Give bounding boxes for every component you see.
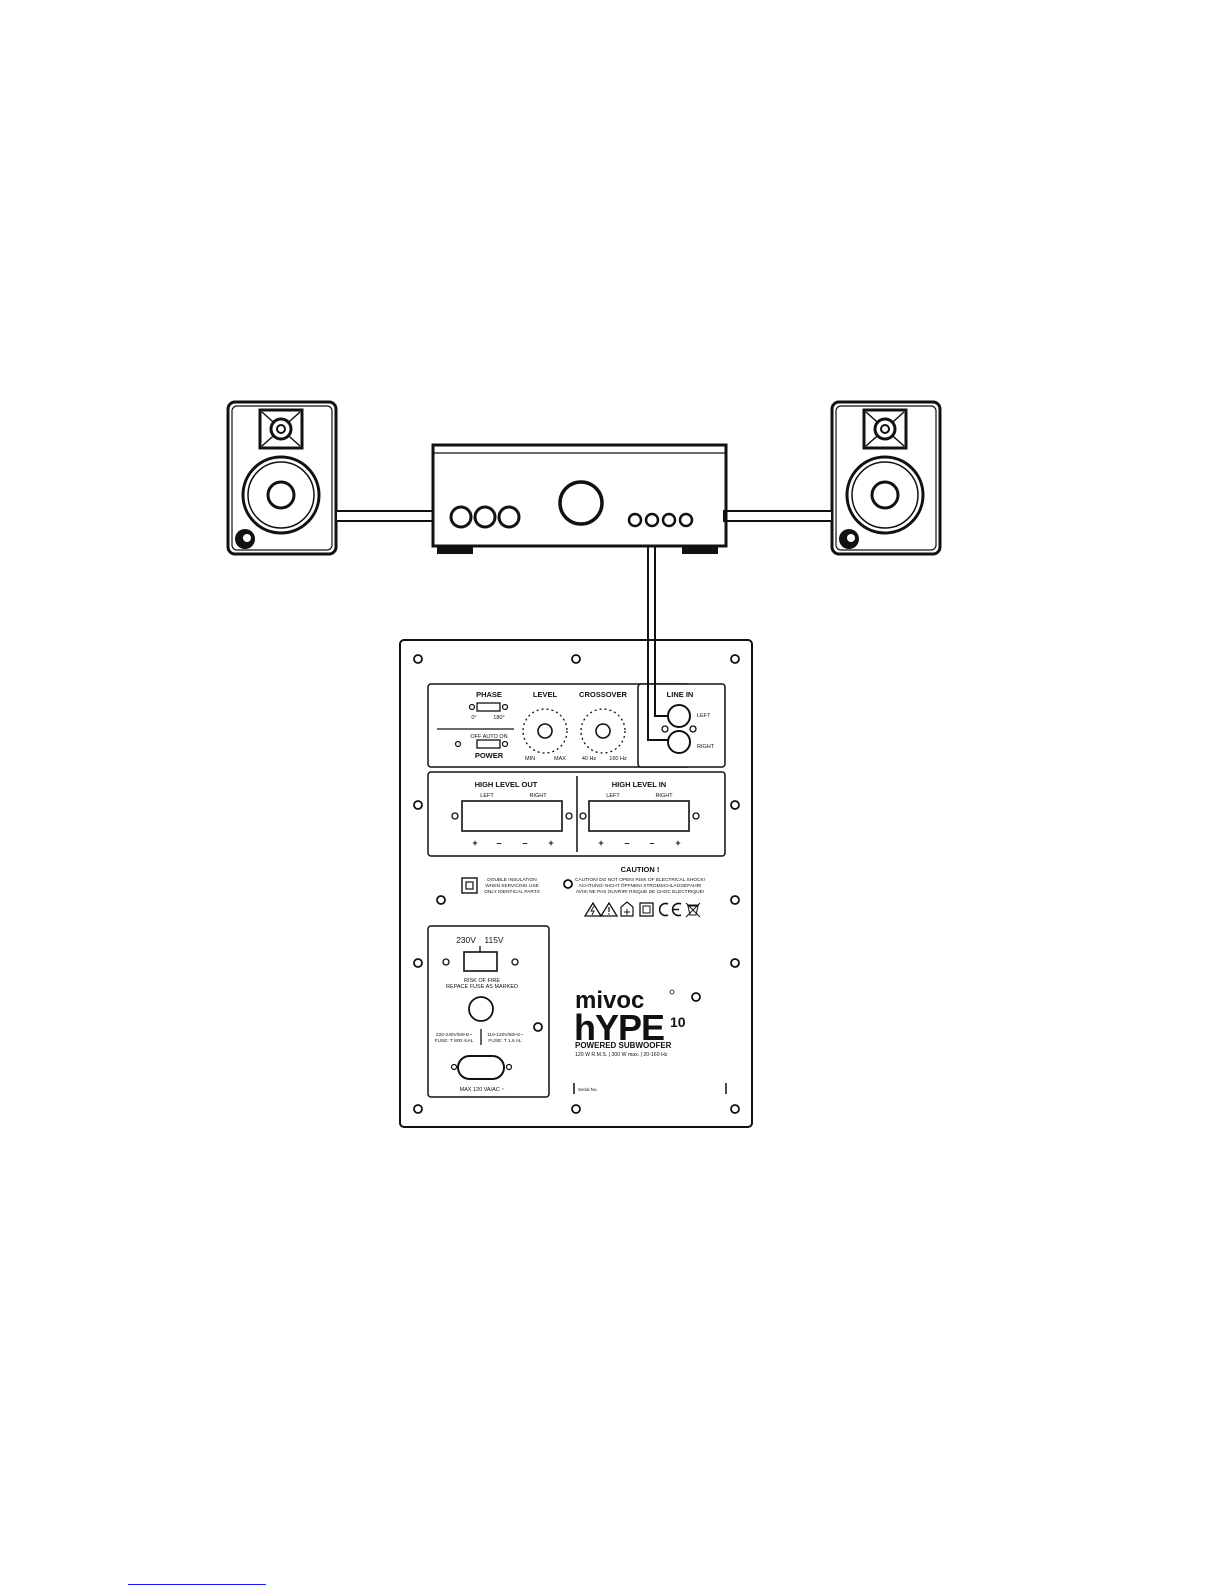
brand-block: mivoc hYPE 10 POWERED SUBWOOFER 120 W R.… [574, 987, 686, 1058]
weee-bin-icon [685, 902, 701, 918]
level-knob[interactable]: LEVEL MIN MAX [522, 690, 568, 762]
voltage-selector[interactable]: 230V 115V [442, 935, 519, 972]
fuse-holder-icon[interactable] [468, 996, 494, 1022]
high-level-out-right: RIGHT [529, 793, 547, 799]
high-level-in-terminal[interactable]: HIGH LEVEL IN LEFT RIGHT + – – + [579, 780, 700, 848]
speaker-cables [335, 510, 833, 522]
level-min-label: MIN [525, 756, 535, 762]
power-options-label: OFF AUTO ON [470, 734, 507, 740]
amplifier [431, 443, 728, 554]
terminal-sign: – [522, 838, 527, 848]
tweeter-icon [862, 408, 908, 450]
line-in-cable [647, 546, 668, 741]
line-in-jacks[interactable]: LINE IN LEFT RIGHT [661, 690, 715, 754]
high-level-out-left: LEFT [480, 793, 494, 799]
home-use-icon [620, 901, 634, 917]
screw-holes [413, 654, 740, 1114]
high-level-in-title: HIGH LEVEL IN [612, 780, 666, 789]
serial-number-field: Serial No. [573, 1083, 727, 1094]
tweeter-icon [258, 408, 304, 450]
power-title: POWER [475, 751, 504, 760]
phase-switch[interactable]: PHASE 0° 180° [468, 690, 509, 721]
model-spec: 120 W R.M.S. | 300 W max. | 20-160 Hz [575, 1052, 668, 1058]
caution-notice: CAUTION ! CAUTION! DO NOT OPEN! RISK OF … [575, 865, 705, 918]
high-level-out-title: HIGH LEVEL OUT [475, 780, 538, 789]
bass-port-icon [839, 529, 859, 549]
line-in-right-label: RIGHT [697, 744, 715, 750]
crossover-knob[interactable]: CROSSOVER 40 Hz 160 Hz [579, 690, 628, 762]
model-name: hYPE [574, 1007, 664, 1048]
high-level-out-terminal[interactable]: HIGH LEVEL OUT LEFT RIGHT + – – + [451, 780, 573, 848]
double-insulation-icon [639, 902, 654, 917]
fuse-230-line1: 220-240V/50Hz~ [436, 1032, 472, 1038]
terminal-sign: + [472, 838, 477, 848]
bass-port-icon [235, 529, 255, 549]
caution-line2: ACHTUNG! NICHT ÖFFNEN! STROMSCHLAGGEFAHR… [579, 882, 702, 889]
fuse-230-line2: FUSE: T 800 mAL [435, 1038, 474, 1044]
crossover-max-label: 160 Hz [609, 756, 627, 762]
insulation-line1: DOUBLE INSULATION [487, 877, 537, 883]
line-in-left-label: LEFT [697, 713, 711, 719]
voltage-230-label: 230V [456, 935, 476, 945]
voltage-115-label: 115V [484, 935, 504, 945]
ce-mark-icon [658, 902, 682, 917]
fuse-115-line2: FUSE: T 1,6 AL [488, 1038, 521, 1044]
caution-line1: CAUTION! DO NOT OPEN! RISK OF ELECTRICAL… [575, 877, 705, 883]
phase-left-label: 0° [471, 715, 476, 721]
level-max-label: MAX [554, 756, 566, 762]
woofer-icon [241, 455, 321, 535]
registered-mark-icon [669, 989, 675, 995]
line-in-title: LINE IN [667, 690, 694, 699]
model-subtitle: POWERED SUBWOOFER [575, 1041, 672, 1050]
terminal-sign: – [649, 838, 654, 848]
fuse-115-line1: 110-120V/60Hz~ [487, 1032, 523, 1038]
insulation-line2: WHEN SERVICING USE [485, 883, 539, 889]
level-title: LEVEL [533, 690, 558, 699]
phase-title: PHASE [476, 690, 502, 699]
terminal-sign: + [598, 838, 603, 848]
terminal-sign: + [548, 838, 553, 848]
crossover-title: CROSSOVER [579, 690, 628, 699]
right-speaker [830, 400, 942, 556]
caution-line3: AVIS! NE PAS OUVRIR! RISQUE DE CHOC ELEC… [576, 889, 704, 895]
woofer-icon [845, 455, 925, 535]
terminal-sign: + [675, 838, 680, 848]
crossover-min-label: 40 Hz [582, 756, 597, 762]
double-insulation-icon [461, 877, 478, 894]
fuse-warning-line2: REPACE FUSE AS MARKED [446, 984, 518, 990]
terminal-sign: – [496, 838, 501, 848]
insulation-line3: ONLY IDENTICAL PARTS [484, 889, 540, 895]
phase-right-label: 180° [493, 715, 504, 721]
left-speaker [226, 400, 338, 556]
double-insulation-notice: DOUBLE INSULATION WHEN SERVICING USE ONL… [461, 877, 540, 895]
brand-logo: mivoc [575, 987, 644, 1014]
warning-triangle-bolt-icon [583, 901, 603, 917]
caution-title: CAUTION ! [621, 865, 660, 874]
mains-label: MAX 120 VA/AC ~ [460, 1087, 505, 1093]
high-level-in-right: RIGHT [655, 793, 673, 799]
subwoofer-panel: PHASE 0° 180° OFF AUTO ON POWER LEVEL MI… [399, 546, 753, 1128]
mains-socket[interactable] [450, 1055, 513, 1080]
serial-label: Serial No. [578, 1087, 598, 1092]
warning-triangle-exclamation-icon [599, 901, 619, 917]
fuse-warning-line1: RISK OF FIRE [464, 978, 500, 984]
terminal-sign: – [624, 838, 629, 848]
volume-knob-icon [558, 480, 604, 526]
high-level-in-left: LEFT [606, 793, 620, 799]
power-switch[interactable]: OFF AUTO ON POWER [454, 734, 509, 760]
model-number: 10 [670, 1014, 686, 1030]
